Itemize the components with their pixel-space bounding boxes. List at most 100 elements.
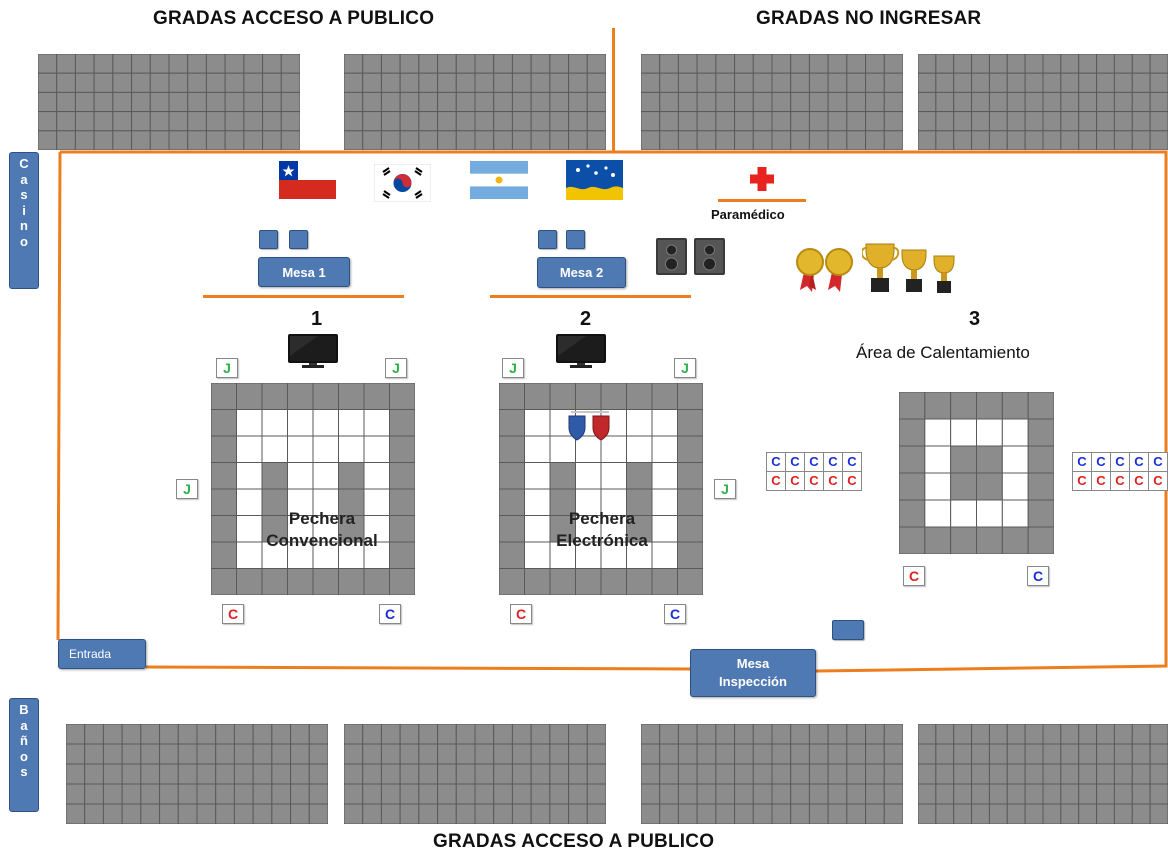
entrance-button[interactable]: Entrada [58, 639, 146, 669]
banos-letter: B [19, 702, 29, 717]
tv-monitor-icon [288, 334, 338, 368]
grid-cell [899, 445, 926, 474]
mesa2-chair [566, 230, 585, 249]
medals-icon [796, 248, 853, 292]
grid-cell [308, 803, 328, 824]
grid-cell [976, 418, 1003, 447]
grid-cell [575, 383, 602, 410]
coach-marker-red: C [222, 604, 244, 624]
coach-cell-red: C [1149, 472, 1167, 490]
grid-cell [363, 383, 390, 410]
mesa1-chair [289, 230, 308, 249]
paramedic-label: Paramédico [711, 207, 785, 222]
grid-cell [1027, 392, 1054, 420]
area2-label: Pechera Electrónica [546, 508, 658, 552]
casino-tab[interactable]: C a s i n o [9, 152, 39, 289]
grid-cell [524, 383, 551, 410]
area1-label: Pechera Convencional [263, 508, 381, 552]
coach-cell-red: C [824, 472, 842, 490]
coach-cell-red: C [767, 472, 785, 490]
inspection-table[interactable]: Mesa Inspección [690, 649, 816, 697]
coach-cell-blue: C [786, 453, 804, 471]
grid-cell [976, 526, 1003, 554]
grid-cell [549, 462, 576, 490]
coach-cell-red: C [786, 472, 804, 490]
grid-cell [499, 435, 525, 463]
grid-cell [389, 515, 415, 543]
grid-cell [236, 515, 263, 543]
coach-marker-blue: C [1027, 566, 1049, 586]
grid-cell [287, 568, 314, 595]
stand-top-2 [344, 54, 606, 150]
judge-marker: J [176, 479, 198, 499]
grid-cell [950, 472, 978, 501]
area3-number: 3 [969, 308, 981, 330]
stands-top-right-heading: GRADAS NO INGRESAR [756, 8, 982, 29]
grid-cell [236, 435, 263, 463]
area1-label-line2: Convencional [266, 531, 378, 550]
stand-top-3 [641, 54, 903, 150]
grid-cell [363, 409, 390, 437]
coach-marker-red: C [510, 604, 532, 624]
casino-letter: C [19, 156, 29, 171]
grid-cell [211, 383, 237, 410]
grid-cell [312, 383, 339, 410]
grid-cell [363, 488, 390, 516]
grid-cell [600, 383, 627, 410]
grid-cell [389, 409, 415, 437]
grid-cell [586, 803, 606, 824]
grid-cell [1001, 445, 1029, 474]
coach-cell-red: C [1073, 472, 1091, 490]
grid-cell [236, 488, 263, 516]
grid-cell [1001, 499, 1029, 528]
grid-cell [236, 462, 263, 490]
coach-cell-red: C [843, 472, 861, 490]
banos-tab[interactable]: B a ñ o s [9, 698, 39, 812]
grid-cell [261, 568, 288, 595]
grid-cell [312, 409, 339, 437]
grid-cell [976, 472, 1003, 501]
grid-cell [651, 383, 678, 410]
chile-flag-icon [279, 161, 336, 199]
grid-cell [261, 541, 288, 569]
grid-cell [211, 409, 237, 437]
stand-top-4 [918, 54, 1168, 150]
grid-cell [677, 568, 703, 595]
south-korea-flag-icon [374, 164, 431, 202]
grid-cell [499, 462, 525, 490]
grid-cell [524, 515, 551, 543]
grid-cell [280, 130, 300, 150]
grid-cell [976, 445, 1003, 474]
grid-cell [677, 462, 703, 490]
grid-cell [1027, 472, 1054, 501]
grid-cell [651, 515, 678, 543]
judge-marker: J [714, 479, 736, 499]
grid-cell [499, 515, 525, 543]
stand-bottom-3 [641, 724, 903, 824]
coach-cell-blue: C [1073, 453, 1091, 471]
coach-cell-red: C [1130, 472, 1148, 490]
grid-cell [575, 462, 602, 490]
mesa1-table[interactable]: Mesa 1 [258, 257, 350, 287]
grid-cell [626, 541, 653, 569]
grid-cell [261, 488, 288, 516]
mesa2-table[interactable]: Mesa 2 [537, 257, 626, 288]
grid-cell [924, 392, 952, 420]
banos-letter: s [20, 764, 28, 779]
stand-bottom-2 [344, 724, 606, 824]
grid-cell [677, 488, 703, 516]
inspection-line1: Mesa [736, 656, 770, 671]
grid-cell [600, 488, 627, 516]
grid-cell [363, 541, 390, 569]
magallanes-flag-icon [566, 160, 623, 200]
judge-marker: J [674, 358, 696, 378]
grid-cell [338, 541, 365, 569]
grid-cell [950, 392, 978, 420]
grid-cell [389, 568, 415, 595]
area3-warmup-grid [899, 392, 1054, 554]
grid-cell [549, 515, 576, 543]
coach-group-left: C C C C C C C C C C [766, 452, 862, 491]
grid-cell [950, 526, 978, 554]
coach-cell-blue: C [805, 453, 823, 471]
grid-cell [976, 392, 1003, 420]
